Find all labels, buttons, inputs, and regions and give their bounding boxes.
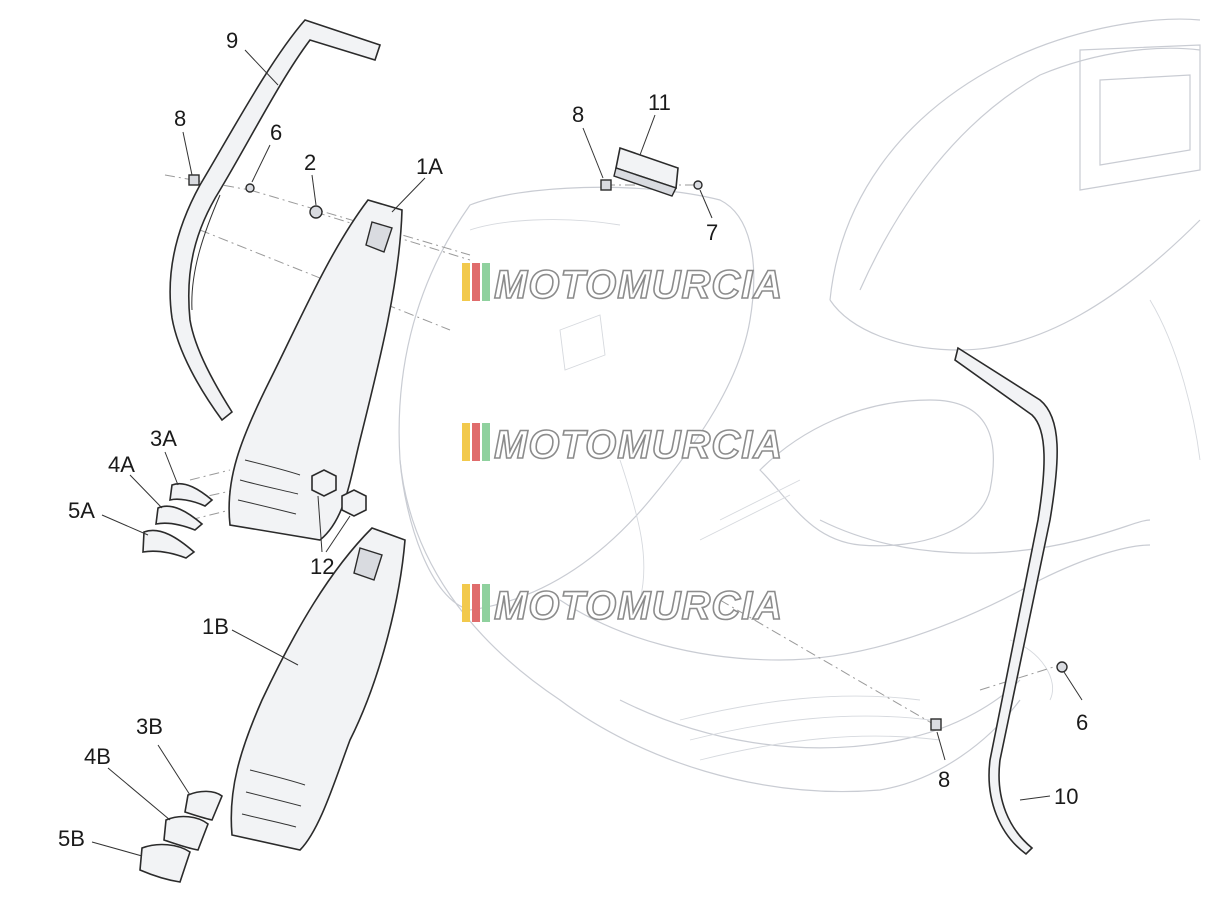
part-11-bracket	[613, 146, 679, 197]
label-11: 11	[648, 90, 671, 115]
label-6-top: 6	[270, 120, 282, 145]
label-10: 10	[1054, 784, 1078, 809]
watermark-text: MOTOMURCIA	[494, 584, 783, 628]
watermark-2: MOTOMURCIA	[462, 422, 783, 468]
clip-8-right	[600, 179, 612, 191]
label-8-bottom: 8	[938, 767, 950, 792]
clip-8-bottom	[930, 718, 942, 731]
label-3B: 3B	[136, 714, 163, 739]
watermark-text: MOTOMURCIA	[494, 423, 783, 467]
label-8-top: 8	[174, 106, 186, 131]
screw-7	[693, 180, 703, 190]
part-12-clips	[311, 469, 367, 517]
label-7: 7	[706, 220, 718, 245]
part-4B-cap	[163, 815, 209, 851]
screw-6-bottom	[1056, 661, 1068, 673]
label-12: 12	[310, 554, 334, 579]
part-3B-cap	[184, 790, 223, 821]
label-5A: 5A	[68, 498, 95, 523]
part-10-trim-strip	[954, 346, 1058, 856]
watermark-stripe-red	[472, 423, 480, 461]
clip-8-top	[188, 174, 200, 186]
watermark-stripe-yellow	[462, 584, 470, 622]
label-3A: 3A	[150, 426, 177, 451]
watermark-stripe-green	[482, 263, 490, 301]
label-2: 2	[304, 150, 316, 175]
label-4B: 4B	[84, 744, 111, 769]
part-1A-cover	[228, 199, 403, 541]
watermark-1: MOTOMURCIA	[462, 262, 783, 308]
part-9-trim-strip	[169, 19, 382, 422]
watermark-stripe-green	[482, 584, 490, 622]
watermark-3: MOTOMURCIA	[462, 583, 783, 629]
part-labels: 9 8 6 2 1A 8 11 7 3A 4A 5A 12 1B 3B 4B 5…	[58, 28, 1088, 851]
screw-2	[309, 205, 323, 219]
label-leaders	[91, 49, 1083, 857]
label-1A: 1A	[416, 154, 443, 179]
watermark-stripe-yellow	[462, 263, 470, 301]
part-4A-cap	[155, 505, 204, 531]
label-9: 9	[226, 28, 238, 53]
part-5B-cap	[139, 843, 191, 883]
label-4A: 4A	[108, 452, 135, 477]
scooter-body-outline	[398, 18, 1201, 793]
watermark-stripe-red	[472, 263, 480, 301]
label-1B: 1B	[202, 614, 229, 639]
watermark-text: MOTOMURCIA	[494, 263, 783, 307]
screw-6-top	[245, 183, 255, 193]
label-6-bottom: 6	[1076, 710, 1088, 735]
part-1B-cover	[230, 527, 406, 851]
part-5A-cap	[142, 529, 196, 559]
part-3A-cap	[169, 482, 214, 507]
watermark-stripe-red	[472, 584, 480, 622]
watermark-stripe-yellow	[462, 423, 470, 461]
fasteners	[188, 174, 1068, 731]
watermark-stripe-green	[482, 423, 490, 461]
label-5B: 5B	[58, 826, 85, 851]
label-8-right: 8	[572, 102, 584, 127]
